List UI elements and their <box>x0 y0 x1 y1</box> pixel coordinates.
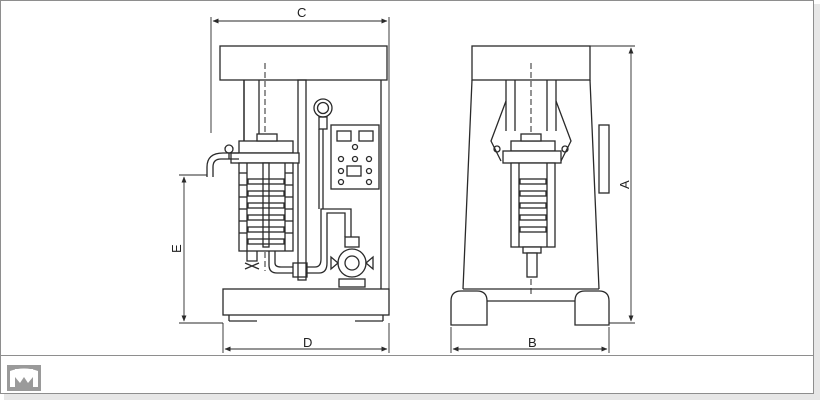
dimension-lines <box>179 17 635 353</box>
side-view <box>450 45 610 326</box>
front-flange <box>238 140 294 154</box>
dim-label-c: C <box>297 5 306 20</box>
diagram-frame: C D B E A <box>0 0 814 394</box>
side-column-body <box>462 79 600 290</box>
front-control-panel <box>330 124 380 190</box>
dim-label-b: B <box>528 335 537 350</box>
technical-drawing: C D B E A <box>169 5 635 353</box>
frame-shadow-bottom <box>4 394 820 400</box>
side-motor-box <box>598 124 610 194</box>
front-pump <box>330 236 374 288</box>
side-base <box>450 290 488 326</box>
footer-bar <box>1 355 813 394</box>
front-bottom-valve <box>244 251 260 270</box>
vmh-logo-icon <box>7 365 41 391</box>
front-pressure-gauge <box>313 98 333 209</box>
front-inlet-pipe <box>206 152 239 177</box>
dim-label-d: D <box>303 335 312 350</box>
side-mill-vessel <box>510 162 556 248</box>
dim-label-e: E <box>169 244 184 253</box>
front-base <box>222 288 390 316</box>
side-top-head <box>471 45 591 81</box>
front-top-head <box>219 45 388 81</box>
front-pump-pipe <box>268 251 293 274</box>
front-stirrer-disks <box>247 178 285 245</box>
frame-shadow-right <box>814 4 820 396</box>
front-guide-rod <box>297 79 307 281</box>
dim-label-a: A <box>617 180 632 189</box>
front-view <box>206 45 390 322</box>
